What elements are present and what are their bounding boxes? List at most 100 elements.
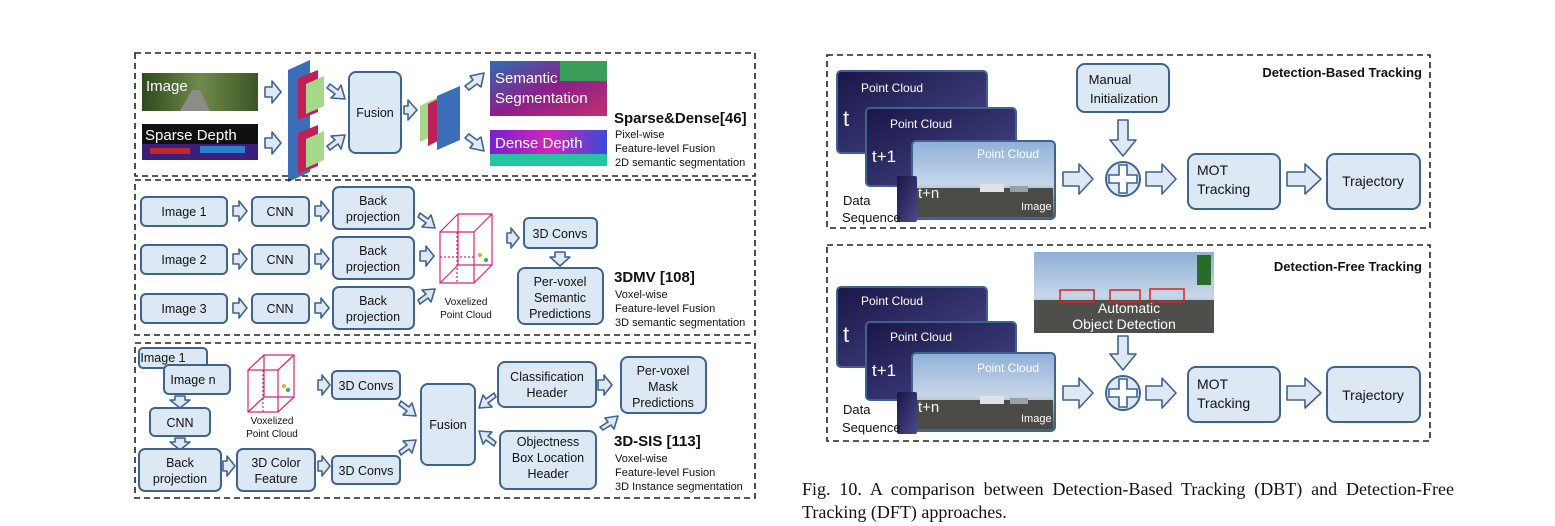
mot-label-1: MOT <box>1197 162 1229 178</box>
image-2-label: Image 2 <box>161 253 206 267</box>
back-projection-box <box>332 186 415 230</box>
sparse-depth-label: Sparse Depth <box>145 127 237 144</box>
encoder-block-bottom <box>288 116 324 182</box>
arrow-icon <box>317 455 331 477</box>
voxel-cube-icon <box>439 213 493 284</box>
image-1-label: Image 1 <box>161 205 206 219</box>
dbt-title: Detection-Based Tracking <box>1262 65 1422 80</box>
manual-label-1: Manual <box>1089 72 1132 87</box>
pv-label-2: Semantic <box>534 291 586 305</box>
image-n-label: Image n <box>170 373 215 387</box>
dense-depth-label: Dense Depth <box>495 135 583 152</box>
obj-label-1: Objectness <box>517 435 580 449</box>
arrow-icon <box>1062 163 1094 195</box>
cnn-label: CNN <box>266 205 293 219</box>
arrow-icon <box>317 374 331 396</box>
pm-label-1: Per-voxel <box>637 364 690 378</box>
back-label-1: Back <box>166 456 195 470</box>
fusion-box <box>420 383 476 466</box>
arrow-icon <box>222 455 236 477</box>
arrow-icon <box>169 395 191 409</box>
semantic-label-2: Segmentation <box>495 90 588 107</box>
cnn-box <box>149 407 211 437</box>
arrow-icon <box>464 133 485 152</box>
mot-label-2: Tracking <box>1197 395 1250 411</box>
pm-label-3: Predictions <box>632 396 694 410</box>
panel-dbt: Detection-Based Tracking t Point Cloud t… <box>826 54 1431 229</box>
arrow-icon <box>1062 377 1094 409</box>
per-voxel-box <box>517 267 604 325</box>
panel-3dmv: Image 1 Image 2 Image 3 CNN CNN CNN Back… <box>134 179 756 336</box>
arrow-icon <box>1145 377 1177 409</box>
image-3-label: Image 3 <box>161 302 206 316</box>
manual-label-2: Initialization <box>1090 91 1158 106</box>
manual-init-box <box>1076 63 1170 113</box>
panel-2-desc-2: Feature-level Fusion <box>615 303 715 315</box>
arrow-icon <box>599 415 619 431</box>
arrow-icon <box>314 200 330 222</box>
color-label-1: 3D Color <box>251 456 300 470</box>
arrow-icon <box>597 374 613 396</box>
semantic-segmentation-thumb: Semantic Segmentation <box>490 61 607 116</box>
panel-2-frame <box>134 179 756 336</box>
figure-caption: Fig. 10. A comparison between Detection-… <box>802 479 1454 522</box>
panel-1-title: Sparse&Dense[46] <box>614 110 747 127</box>
conv-box <box>331 455 401 485</box>
arrow-icon <box>232 248 248 270</box>
sequence-label: Sequence <box>842 420 901 435</box>
back-projection-box <box>332 286 415 330</box>
image-thumb: Image <box>142 73 258 111</box>
panel-2-title: 3DMV [108] <box>614 269 695 286</box>
pv-label-1: Per-voxel <box>534 275 587 289</box>
back-label-2: projection <box>346 310 400 324</box>
image-1-label: Image 1 <box>140 351 185 365</box>
back-label-1: Back <box>359 244 388 258</box>
panel-3-desc-2: Feature-level Fusion <box>615 467 715 479</box>
arrow-icon <box>1286 163 1322 195</box>
image-n-box <box>163 364 231 395</box>
conv-box <box>523 217 598 249</box>
cnn-label: CNN <box>166 416 193 430</box>
arrow-icon <box>549 251 571 267</box>
trajectory-box <box>1326 366 1421 423</box>
back-label-2: projection <box>153 472 207 486</box>
trajectory-box <box>1326 153 1421 210</box>
cnn-label: CNN <box>266 253 293 267</box>
data-label: Data <box>843 193 871 208</box>
panel-1-desc-1: Pixel-wise <box>615 129 665 141</box>
pm-label-2: Mask <box>648 380 679 394</box>
arrow-icon <box>478 392 497 409</box>
mot-label-1: MOT <box>1197 376 1229 392</box>
conv-label: 3D Convs <box>339 464 394 478</box>
color-feature-box <box>236 448 316 492</box>
panel-3-title: 3D-SIS [113] <box>614 433 701 450</box>
arrow-icon <box>326 134 346 151</box>
arrow-icon <box>417 288 436 305</box>
arrow-icon <box>398 439 417 456</box>
panel-3dsis: Image 1 Image n CNN Back projection 3D C… <box>134 342 756 499</box>
voxel-label-2: Point Cloud <box>440 310 492 321</box>
dft-frame <box>826 244 1431 442</box>
voxel-label-2: Point Cloud <box>246 429 298 440</box>
back-label-2: projection <box>346 210 400 224</box>
panel-1-desc-2: Feature-level Fusion <box>615 143 715 155</box>
panel-sparse-dense: Image Sparse Depth Fusion <box>134 52 756 182</box>
dbt-frame <box>826 54 1431 229</box>
voxel-label-1: Voxelized <box>251 416 294 427</box>
back-projection-box <box>332 236 415 280</box>
auto-label-1: Automatic <box>1098 300 1160 316</box>
arrow-icon <box>314 297 330 319</box>
frame-tn-label: t+n <box>918 185 939 202</box>
arrow-icon <box>1145 163 1177 195</box>
auto-label-2: Object Detection <box>1072 316 1176 332</box>
back-label-2: projection <box>346 260 400 274</box>
plus-combine-icon <box>1105 161 1141 197</box>
arrow-icon <box>232 200 248 222</box>
frame-pc-label: Point Cloud <box>890 330 952 344</box>
voxel-label-1: Voxelized <box>445 297 488 308</box>
voxel-cube-icon <box>247 354 295 413</box>
arrow-icon <box>419 245 435 267</box>
arrow-icon <box>417 212 436 229</box>
panel-dft: Detection-Free Tracking t Point Cloud t+… <box>826 244 1431 442</box>
arrow-icon <box>169 437 191 451</box>
